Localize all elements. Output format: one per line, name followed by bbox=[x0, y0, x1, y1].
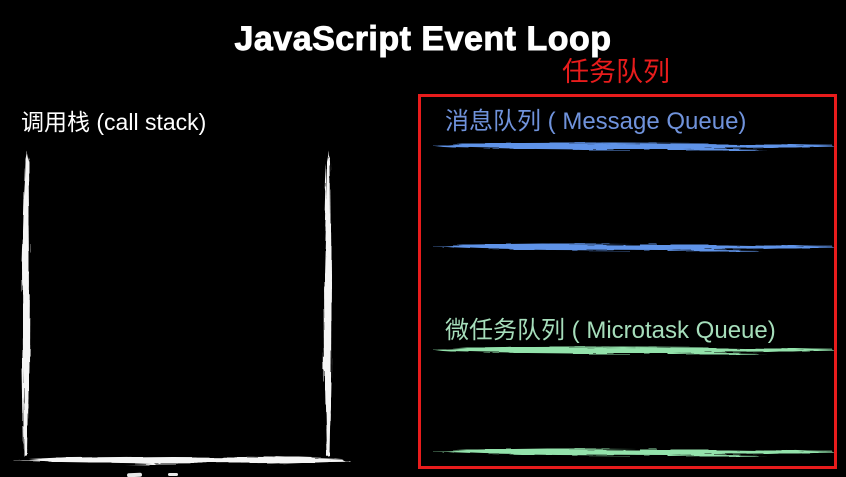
call-stack-right-edge bbox=[324, 151, 332, 456]
message-queue-heading: 消息队列 ( Message Queue) bbox=[445, 108, 747, 135]
page-title: JavaScript Event Loop bbox=[234, 20, 612, 58]
call-stack-box bbox=[14, 151, 350, 464]
message-queue-top-line bbox=[433, 143, 833, 150]
message-queue-bottom-line bbox=[433, 244, 833, 251]
call-stack-bottom-edge bbox=[14, 456, 350, 464]
microtask-queue-bottom-line bbox=[433, 449, 833, 456]
microtask-queue-top-line bbox=[433, 347, 833, 354]
call-stack-left-edge bbox=[22, 151, 30, 456]
microtask-queue-heading: 微任务队列 ( Microtask Queue) bbox=[445, 317, 776, 344]
task-queue-panel: 消息队列 ( Message Queue) 微任务队列 ( Microtask … bbox=[418, 94, 837, 469]
call-stack-label: 调用栈 (call stack) bbox=[21, 109, 207, 135]
task-queue-label: 任务队列 bbox=[562, 57, 670, 87]
cutoff-text-fragment bbox=[126, 472, 143, 477]
cutoff-text-fragment bbox=[168, 473, 178, 476]
